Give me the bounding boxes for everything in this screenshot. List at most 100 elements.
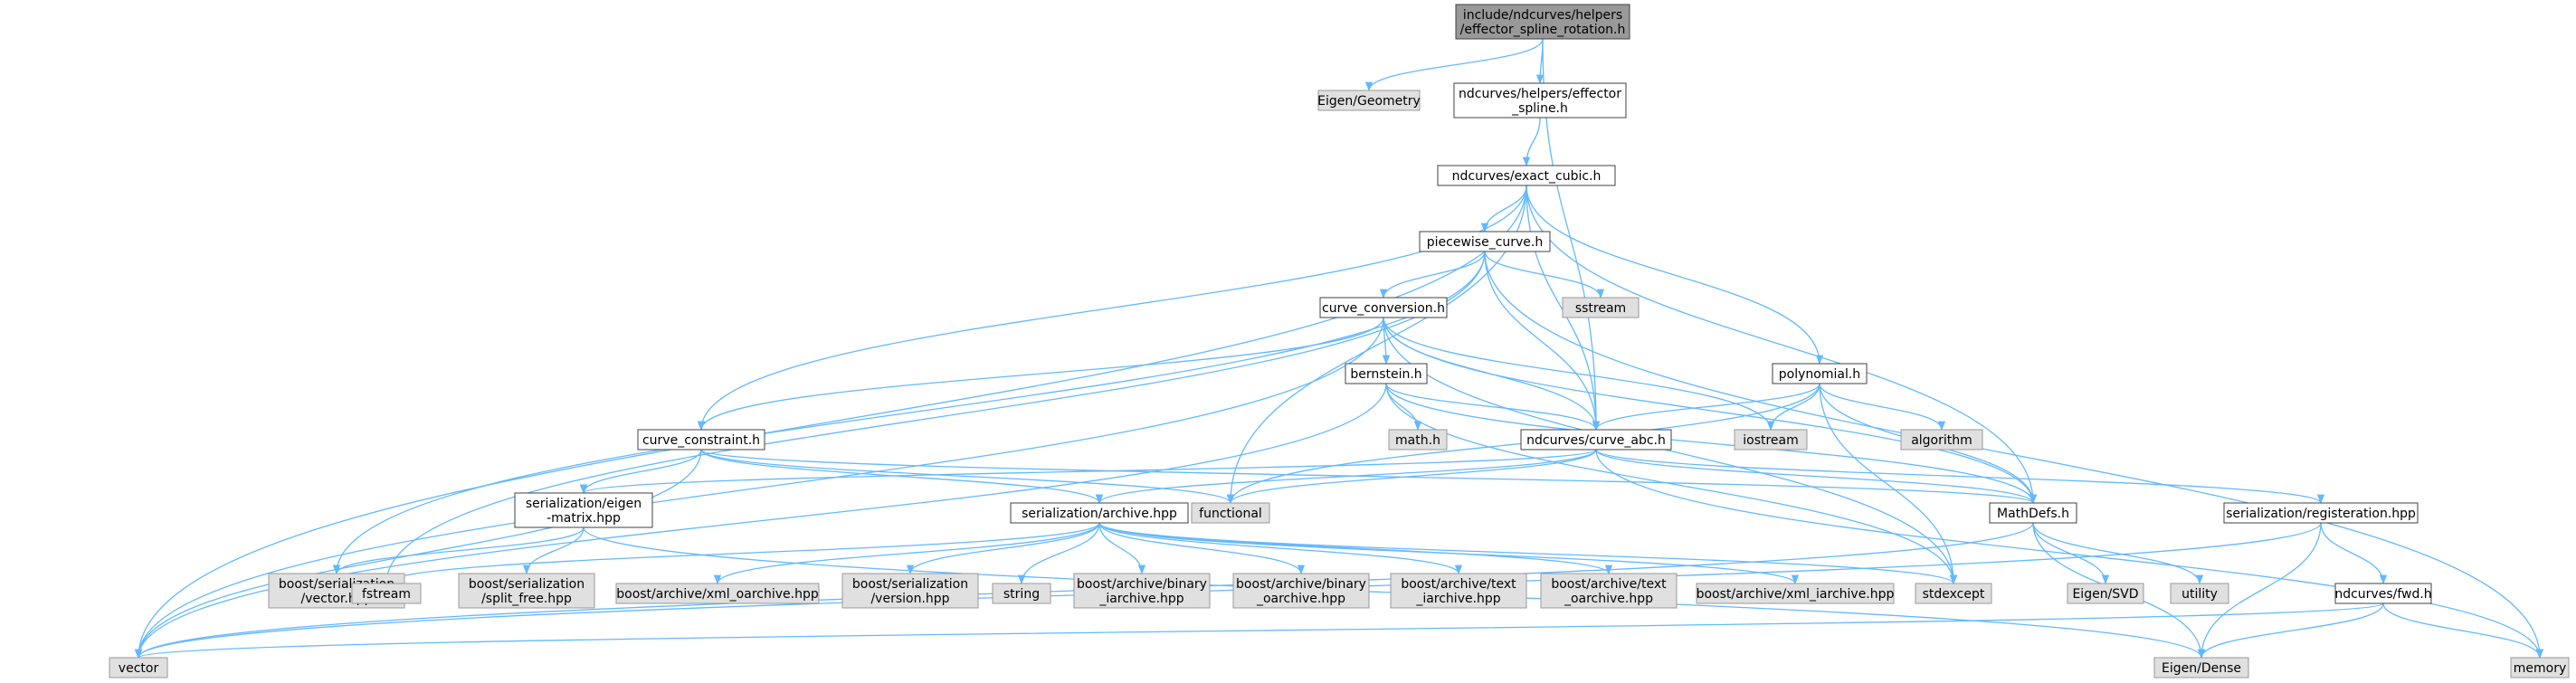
node-box-memory: [2510, 657, 2570, 678]
node-box-boost-binary-iarchive: [1073, 573, 1211, 609]
edge-curve-conversion-to-vector: [134, 317, 1384, 659]
edge-exact-cubic-to-curve-abc: [1526, 185, 1601, 432]
node-label-boost-binary-oarchive-0: boost/archive/binary: [1236, 577, 1366, 592]
node-boost-text-iarchive: boost/archive/text_iarchive.hpp: [1390, 573, 1527, 609]
edge-exact-cubic-to-polynomial: [1526, 185, 1824, 365]
edge-serialization-archive-to-boost-binary-oarchive: [1098, 522, 1306, 575]
edge-bernstein-to-mathdefs: [1385, 383, 2038, 505]
node-effector-spline[interactable]: ndcurves/helpers/effector_spline.h: [1453, 82, 1627, 119]
node-curve-conversion[interactable]: curve_conversion.h: [1319, 297, 1448, 318]
node-box-sstream: [1562, 297, 1640, 318]
node-box-string: [992, 583, 1051, 604]
edge-piecewise-curve-to-memory: [1484, 251, 2544, 659]
node-ndcurves-fwd[interactable]: ndcurves/fwd.h: [2334, 583, 2432, 604]
node-label-iostream-0: iostream: [1743, 433, 1799, 448]
edge-polynomial-to-stdexcept: [1819, 383, 1958, 585]
edge-bernstein-to-math-h: [1385, 383, 1422, 432]
nodes-layer: include/ndcurves/helpers/effector_spline…: [109, 4, 2570, 678]
node-label-math-h-0: math.h: [1395, 433, 1440, 448]
node-utility: utility: [2170, 583, 2229, 604]
node-box-polynomial: [1772, 363, 1868, 384]
node-box-boost-text-iarchive: [1390, 573, 1527, 609]
edge-serialization-archive-to-stdexcept: [1098, 522, 1957, 585]
node-label-sstream-0: sstream: [1575, 301, 1626, 316]
node-label-ndcurves-fwd-0: ndcurves/fwd.h: [2334, 587, 2431, 602]
node-label-boost-binary-iarchive-0: boost/archive/binary: [1077, 577, 1207, 592]
node-label-polynomial-0: polynomial.h: [1779, 367, 1860, 382]
node-box-functional: [1191, 502, 1270, 524]
node-root[interactable]: include/ndcurves/helpers/effector_spline…: [1455, 4, 1630, 40]
node-bernstein[interactable]: bernstein.h: [1345, 363, 1428, 384]
node-exact-cubic[interactable]: ndcurves/exact_cubic.h: [1437, 165, 1616, 186]
edge-serialization-archive-to-boost-text-oarchive: [1098, 522, 1612, 575]
node-box-math-h: [1388, 429, 1448, 451]
edge-piecewise-curve-to-curve-conversion: [1379, 251, 1486, 299]
edge-serialization-registeration-to-vector: [135, 522, 2322, 659]
edge-serialization-archive-to-fstream: [383, 522, 1100, 585]
edge-serialization-registeration-to-ndcurves-fwd: [2320, 522, 2388, 585]
edge-curve-abc-to-memory: [1595, 449, 2544, 659]
node-box-effector-spline: [1453, 82, 1627, 119]
node-label-stdexcept-0: stdexcept: [1923, 587, 1985, 602]
node-box-vector: [109, 657, 168, 678]
node-boost-ser-version: boost/serialization/version.hpp: [841, 573, 979, 609]
node-label-serialization-eigen-1: -matrix.hpp: [547, 511, 621, 526]
edge-exact-cubic-to-vector: [134, 185, 1527, 659]
node-piecewise-curve[interactable]: piecewise_curve.h: [1419, 231, 1551, 252]
node-polynomial[interactable]: polynomial.h: [1772, 363, 1868, 384]
node-box-root: [1455, 4, 1630, 40]
node-memory: memory: [2510, 657, 2570, 678]
node-box-exact-cubic: [1437, 165, 1616, 186]
node-string: string: [992, 583, 1051, 604]
node-label-serialization-registeration-0: serialization/registeration.hpp: [2226, 507, 2416, 521]
node-box-curve-conversion: [1319, 297, 1448, 318]
node-boost-xml-iarchive: boost/archive/xml_iarchive.hpp: [1696, 583, 1895, 604]
node-label-bernstein-0: bernstein.h: [1350, 367, 1421, 382]
node-serialization-eigen[interactable]: serialization/eigen-matrix.hpp: [514, 492, 653, 528]
edge-bernstein-to-stdexcept: [1385, 383, 1958, 585]
node-label-boost-xml-oarchive-0: boost/archive/xml_oarchive.hpp: [616, 587, 819, 602]
edge-ndcurves-fwd-to-memory: [2382, 602, 2544, 659]
edge-curve-constraint-to-mathdefs: [700, 449, 2037, 505]
node-box-boost-ser-version: [841, 573, 979, 609]
node-stdexcept: stdexcept: [1915, 583, 1992, 604]
node-box-ndcurves-fwd: [2334, 583, 2432, 604]
node-sstream: sstream: [1562, 297, 1640, 318]
edge-polynomial-to-iostream: [1766, 383, 1820, 432]
node-box-eigen-dense: [2153, 657, 2249, 678]
edge-piecewise-curve-to-boost-ser-vector: [332, 251, 1486, 575]
edge-serialization-archive-to-string: [1017, 522, 1100, 585]
node-box-boost-ser-split-free: [458, 573, 595, 609]
node-mathdefs[interactable]: MathDefs.h: [1989, 502, 2077, 524]
node-label-root-0: include/ndcurves/helpers: [1463, 8, 1622, 23]
node-box-algorithm: [1900, 429, 1983, 451]
node-box-fstream: [351, 583, 422, 604]
node-label-functional-0: functional: [1199, 507, 1262, 521]
node-box-boost-text-oarchive: [1540, 573, 1678, 609]
node-boost-binary-oarchive: boost/archive/binary_oarchive.hpp: [1232, 573, 1370, 609]
node-label-exact-cubic-0: ndcurves/exact_cubic.h: [1452, 169, 1602, 184]
node-label-vector-0: vector: [119, 661, 159, 676]
node-curve-constraint[interactable]: curve_constraint.h: [637, 429, 765, 451]
node-eigen-dense: Eigen/Dense: [2153, 657, 2249, 678]
node-label-eigen-svd-0: Eigen/SVD: [2072, 587, 2138, 602]
edge-exact-cubic-to-mathdefs: [1526, 185, 2038, 505]
node-label-string-0: string: [1003, 587, 1040, 602]
node-serialization-registeration[interactable]: serialization/registeration.hpp: [2223, 502, 2419, 524]
node-label-eigen-dense-0: Eigen/Dense: [2162, 661, 2241, 676]
edge-curve-abc-to-functional: [1226, 449, 1597, 505]
node-fstream: fstream: [351, 583, 422, 604]
node-label-algorithm-0: algorithm: [1911, 433, 1972, 448]
edges-layer: [134, 38, 2544, 659]
edge-serialization-archive-to-boost-xml-iarchive: [1098, 522, 1799, 585]
edge-mathdefs-to-eigen-svd: [2032, 522, 2110, 585]
node-serialization-archive[interactable]: serialization/archive.hpp: [1010, 502, 1189, 524]
edge-curve-abc-to-serialization-archive: [1096, 449, 1597, 505]
node-label-boost-text-oarchive-0: boost/archive/text: [1551, 577, 1667, 592]
edge-piecewise-curve-to-curve-abc: [1484, 251, 1601, 432]
node-curve-abc[interactable]: ndcurves/curve_abc.h: [1520, 429, 1672, 451]
node-boost-binary-iarchive: boost/archive/binary_iarchive.hpp: [1073, 573, 1211, 609]
node-label-boost-text-iarchive-0: boost/archive/text: [1401, 577, 1516, 592]
node-label-boost-ser-version-1: /version.hpp: [870, 592, 949, 606]
edge-curve-abc-to-serialization-registeration: [1595, 449, 2324, 505]
